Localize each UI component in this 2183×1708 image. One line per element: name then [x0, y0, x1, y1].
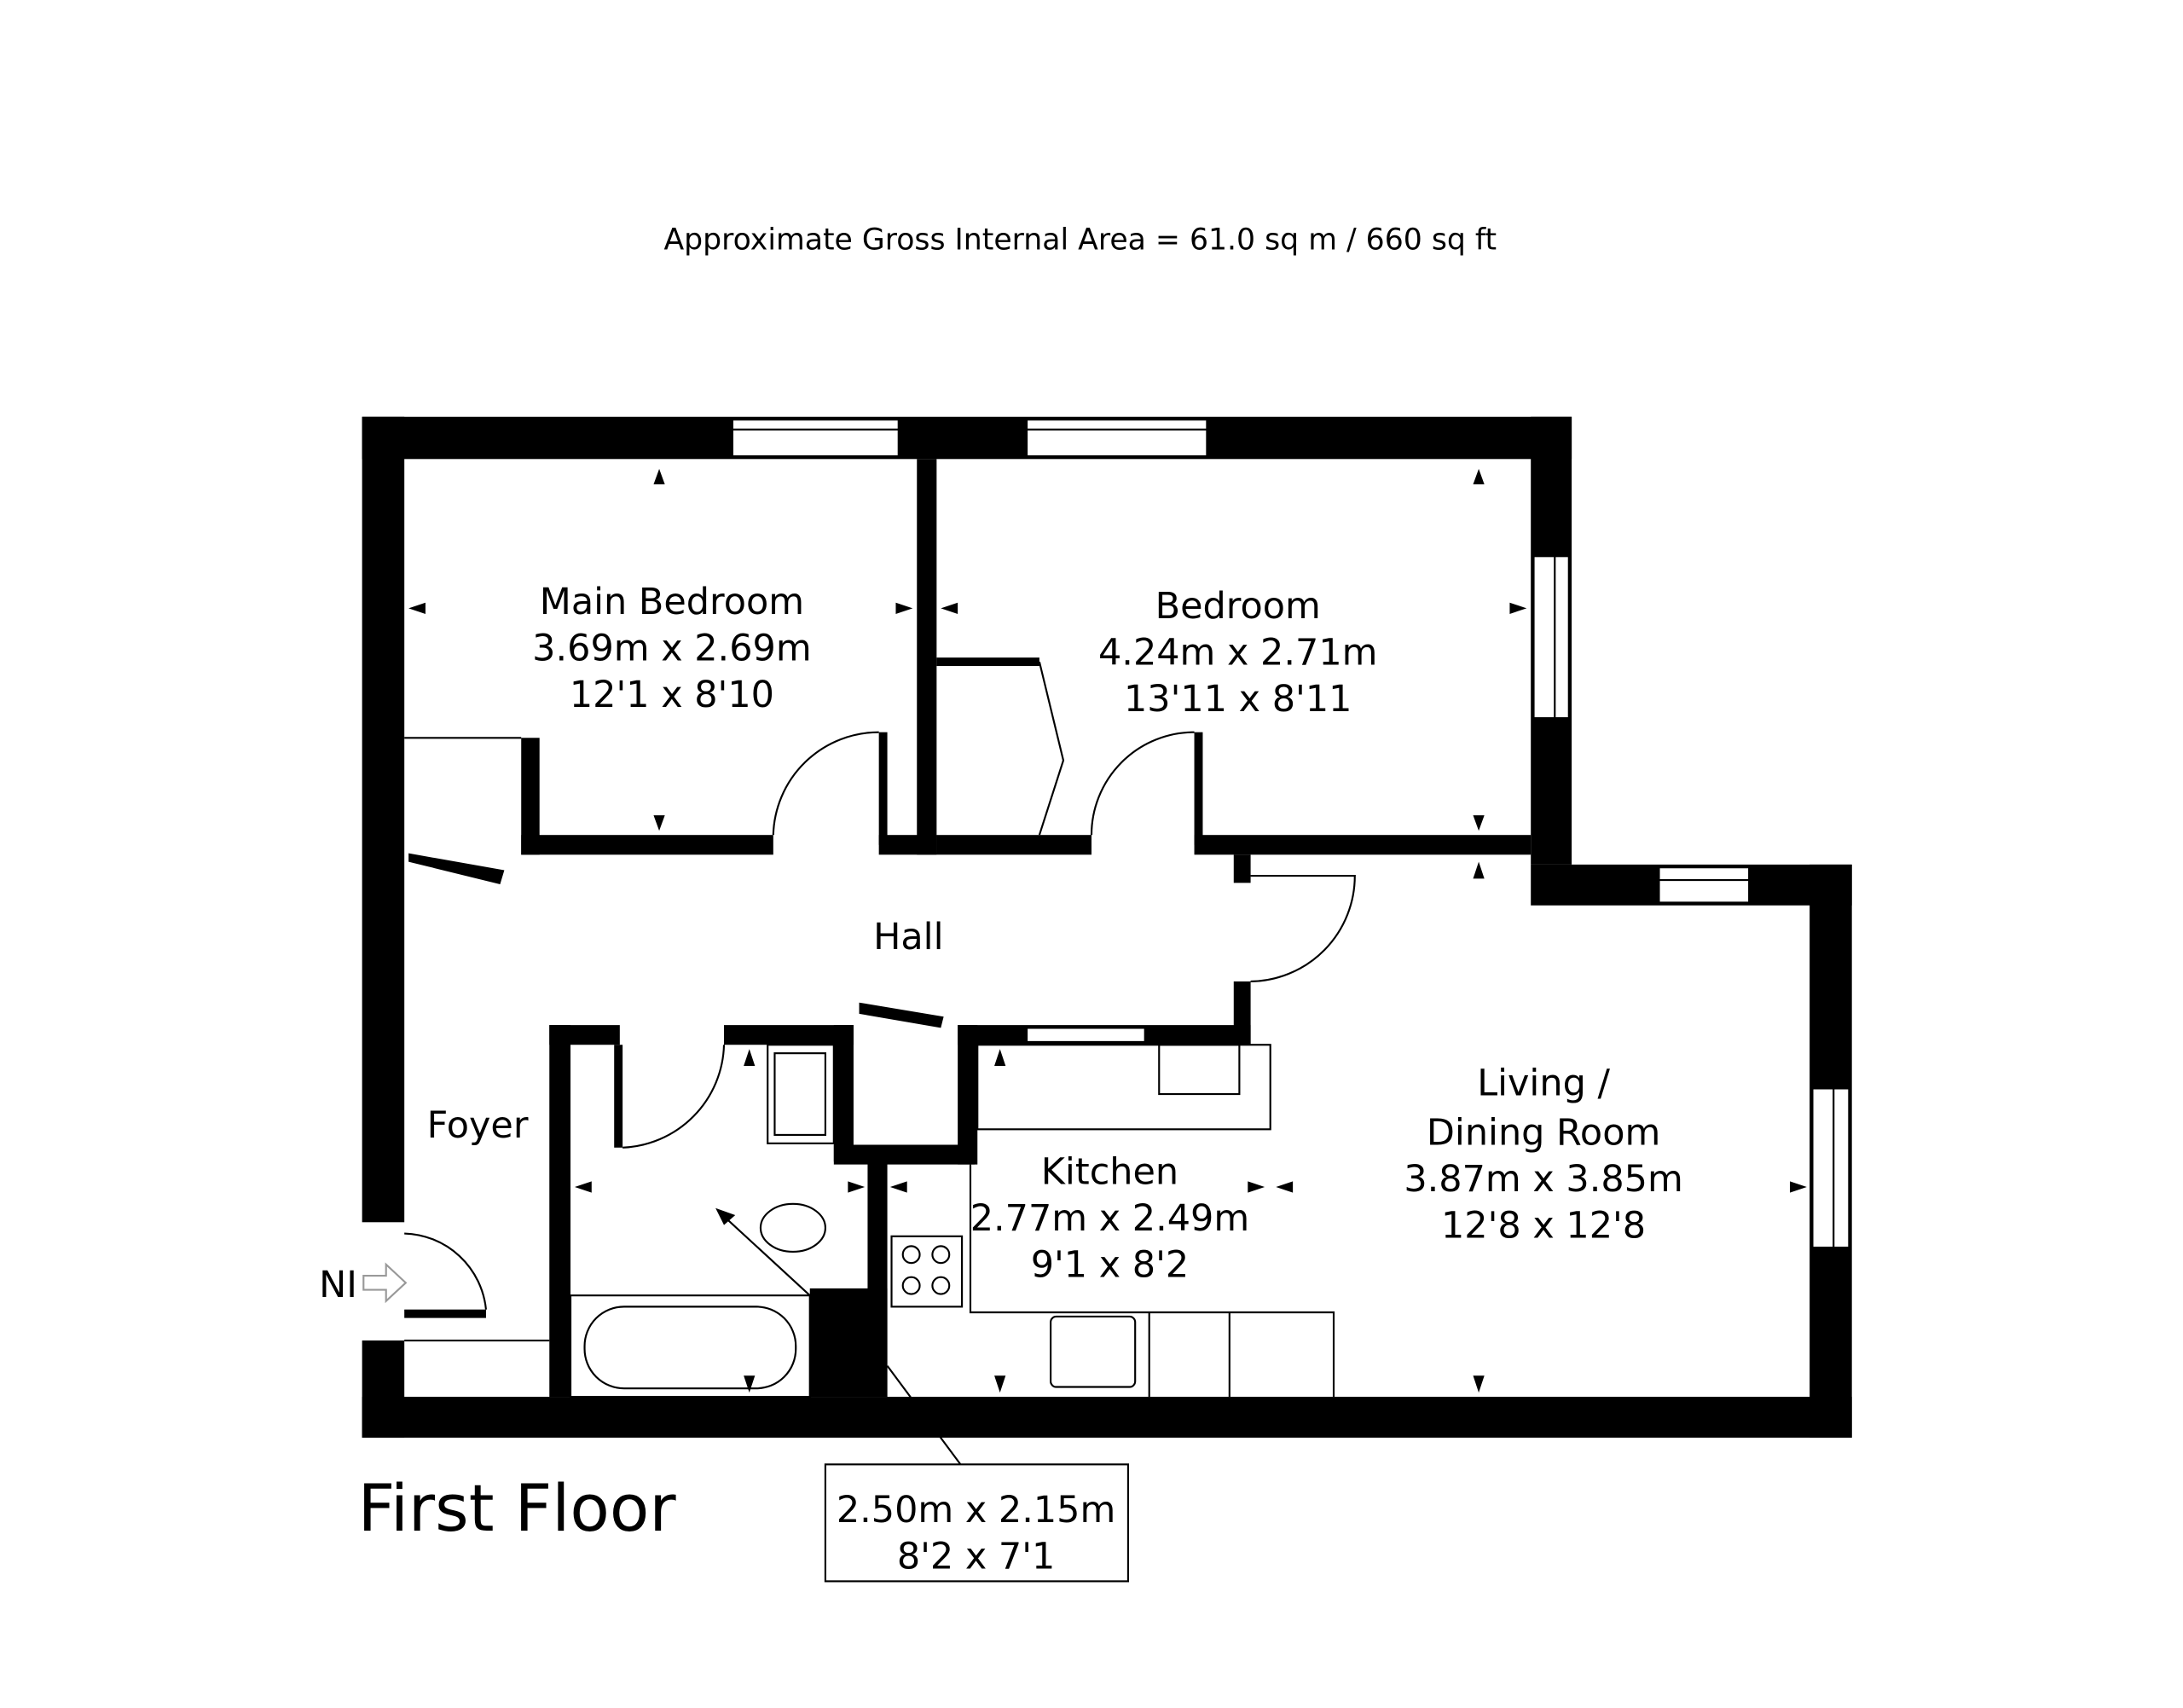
svg-text:9'1 x 8'2: 9'1 x 8'2	[1031, 1244, 1190, 1287]
room-bedroom: Bedroom 4.24m x 2.71m 13'11 x 8'11	[1098, 585, 1377, 721]
bathroom-dimensions: 2.50m x 2.15m 8'2 x 7'1	[837, 1489, 1115, 1578]
room-kitchen: Kitchen 2.77m x 2.49m 9'1 x 8'2	[970, 1151, 1249, 1287]
doors-fixtures	[404, 661, 1356, 1583]
svg-text:Dining Room: Dining Room	[1427, 1111, 1660, 1154]
svg-text:3.69m x 2.69m: 3.69m x 2.69m	[532, 627, 811, 669]
svg-text:NI: NI	[319, 1264, 357, 1306]
svg-text:Kitchen: Kitchen	[1041, 1151, 1178, 1194]
svg-text:12'8 x 12'8: 12'8 x 12'8	[1441, 1204, 1646, 1247]
svg-text:8'2 x 7'1: 8'2 x 7'1	[897, 1536, 1056, 1578]
svg-text:4.24m x 2.71m: 4.24m x 2.71m	[1098, 631, 1377, 674]
gross-area-heading: Approximate Gross Internal Area = 61.0 s…	[663, 223, 1497, 257]
svg-text:Bedroom: Bedroom	[1155, 585, 1321, 628]
room-living-dining: Living / Dining Room 3.87m x 3.85m 12'8 …	[1404, 1062, 1682, 1248]
room-foyer: Foyer	[427, 1104, 529, 1147]
dimension-markers	[408, 468, 1807, 1393]
svg-text:2.50m x 2.15m: 2.50m x 2.15m	[837, 1489, 1115, 1531]
svg-text:Living /: Living /	[1477, 1062, 1610, 1105]
room-main-bedroom: Main Bedroom 3.69m x 2.69m 12'1 x 8'10	[532, 581, 811, 716]
svg-text:Main Bedroom: Main Bedroom	[540, 581, 804, 623]
svg-text:3.87m x 3.85m: 3.87m x 3.85m	[1404, 1158, 1682, 1201]
svg-text:13'11 x 8'11: 13'11 x 8'11	[1124, 678, 1352, 721]
svg-text:2.77m x 2.49m: 2.77m x 2.49m	[970, 1197, 1249, 1240]
windows	[731, 419, 1850, 1249]
entrance-arrow-icon	[362, 1262, 408, 1304]
entrance-marker: NI	[319, 1262, 408, 1306]
floor-title: First Floor	[358, 1471, 677, 1546]
room-hall: Hall	[873, 916, 943, 958]
svg-text:12'1 x 8'10: 12'1 x 8'10	[570, 674, 774, 716]
